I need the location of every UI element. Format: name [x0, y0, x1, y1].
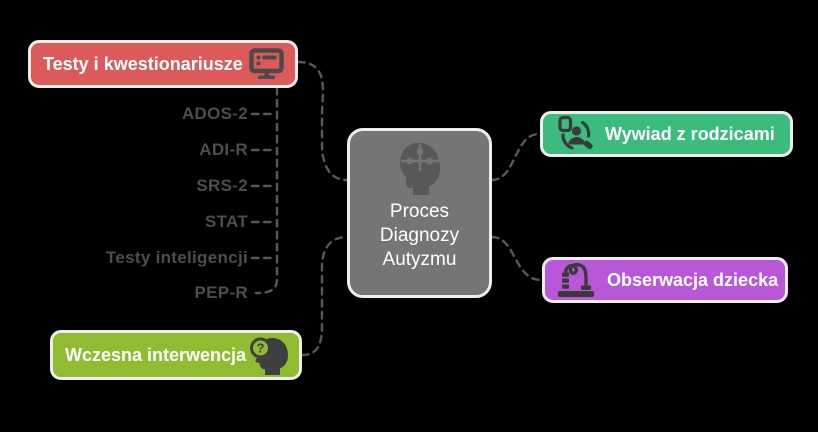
activity-route-icon [555, 262, 597, 298]
node-parent-interview: Wywiad z rodzicami [540, 111, 793, 157]
node-tests-questionnaires: Testy i kwestionariusze [28, 40, 298, 88]
person-survey-icon [553, 115, 595, 153]
node-child-observation: Obserwacja dziecka [542, 257, 788, 303]
child-label-pep-r: PEP-R [194, 283, 248, 302]
child-label-adi-r: ADI-R [199, 140, 248, 159]
svg-text:?: ? [257, 341, 265, 356]
child-label-srs-2: SRS-2 [196, 176, 248, 195]
child-label-stat: STAT [204, 212, 248, 231]
central-node-line: Autyzmu [382, 249, 457, 270]
child-label-testy-inteligencji: Testy inteligencji [105, 248, 248, 267]
connector-center-to-observation [490, 235, 543, 282]
computer-monitor-icon [249, 48, 287, 80]
central-node-line: Diagnozy [379, 225, 460, 246]
child-label-ados-2: ADOS-2 [181, 104, 248, 123]
central-node-label: Proces Diagnozy Autyzmu [380, 200, 459, 272]
connector-center-to-interview [490, 132, 541, 182]
connector-early-to-center [300, 235, 349, 357]
head-magnifier-icon: ? [247, 335, 291, 375]
connector-tests-children-spine [254, 86, 279, 295]
node-observation-label: Obserwacja dziecka [607, 269, 779, 290]
node-tests-label: Testy i kwestionariusze [43, 53, 243, 74]
node-early-label: Wczesna interwencja [65, 344, 247, 365]
node-interview-label: Wywiad z rodzicami [605, 123, 775, 144]
central-node: Proces Diagnozy Autyzmu [347, 128, 492, 298]
autism-head-puzzle-icon [396, 142, 444, 196]
central-node-line: Proces [389, 201, 450, 222]
connector-tests-to-center [296, 60, 349, 182]
node-early-intervention: Wczesna interwencja ? [50, 330, 302, 380]
